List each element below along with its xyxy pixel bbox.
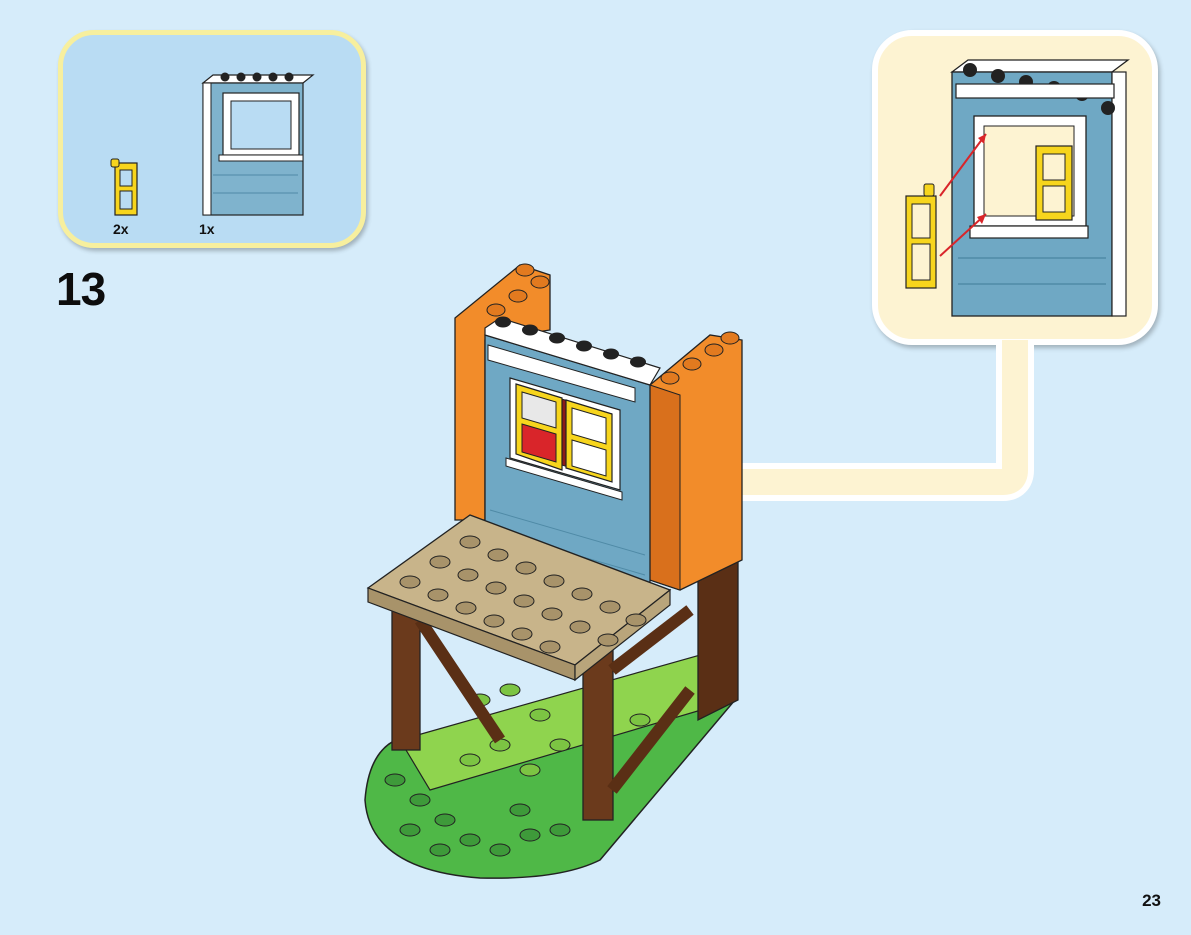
- page-number: 23: [1142, 891, 1161, 911]
